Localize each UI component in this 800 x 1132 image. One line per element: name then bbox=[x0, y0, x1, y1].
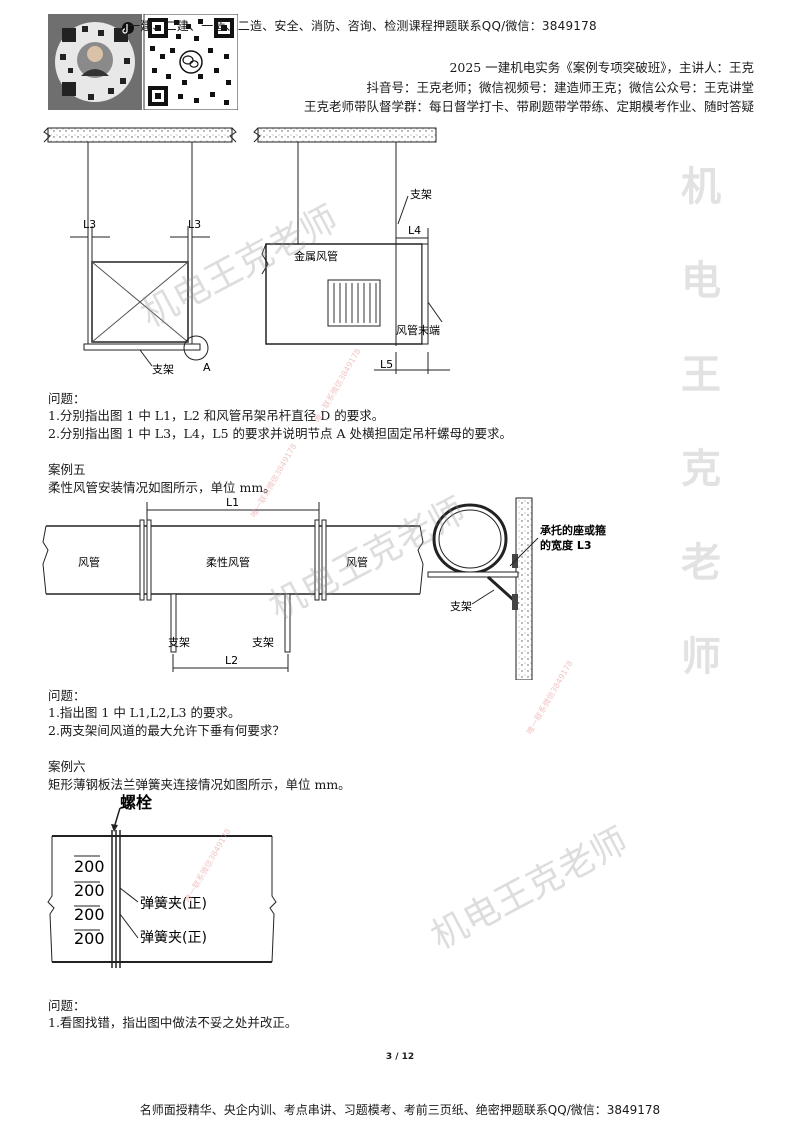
tiktok-icon bbox=[122, 22, 134, 34]
label-saddle-line2: 的宽度 L3 bbox=[540, 538, 592, 552]
case5-question-2: 2.两支架间风道的最大允许下垂有何要求？ bbox=[48, 723, 285, 738]
label-bracket: 支架 bbox=[410, 188, 432, 201]
label-saddle-line1: 承托的座或箍 bbox=[540, 523, 606, 537]
dim-200-2: 200 bbox=[74, 881, 105, 900]
page-number: 3 / 12 bbox=[385, 1052, 415, 1062]
case4-question-2: 2.分别指出图 1 中 L3，L4，L5 的要求并说明节点 A 处横担固定吊杆螺… bbox=[48, 426, 513, 441]
label-node-a: A bbox=[203, 361, 211, 374]
dim-200-1: 200 bbox=[74, 857, 105, 876]
header-group-line: 王克老师带队督学群：每日督学打卡、带刷题带学带练、定期模考作业、随时答疑 bbox=[303, 99, 754, 114]
case4-figure: L3 L3 A 支架 支架 金属风管 L4 风管末端 L5 bbox=[43, 127, 450, 376]
label-metal-duct: 金属风管 bbox=[294, 249, 338, 263]
label-l3-right: L3 bbox=[188, 218, 201, 231]
label-l4: L4 bbox=[408, 224, 421, 237]
header-course-line: 2025 一建机电实务《案例专项突破班》，主讲人：王克 bbox=[449, 60, 754, 75]
case6-figure: 螺栓 200 200 200 200 弹簧夹(正) 弹簧夹(正) bbox=[47, 793, 277, 968]
case5-title: 案例五 bbox=[48, 462, 86, 477]
label-support-left: 支架 bbox=[152, 363, 174, 376]
watermark-diagonal-3: 机电王克老师 bbox=[424, 820, 635, 958]
case6-intro: 矩形薄钢板法兰弹簧夹连接情况如图所示，单位 mm。 bbox=[48, 777, 351, 792]
watermark-vertical: 机电王克老师 bbox=[681, 164, 721, 680]
qr-code-block bbox=[48, 14, 238, 110]
header-social-line: 抖音号：王克老师；微信视频号：建造师王克；微信公众号：王克讲堂 bbox=[366, 80, 754, 95]
case6-question-heading: 问题： bbox=[48, 998, 86, 1013]
label-support-side: 支架 bbox=[450, 600, 472, 613]
wechat-icon bbox=[179, 50, 203, 74]
label-flex-duct: 柔性风管 bbox=[206, 555, 250, 569]
case5-intro: 柔性风管安装情况如图所示，单位 mm。 bbox=[48, 480, 276, 495]
label-clip-1: 弹簧夹(正) bbox=[140, 896, 207, 912]
label-l2: L2 bbox=[225, 654, 238, 667]
label-l1: L1 bbox=[226, 496, 239, 509]
case5-question-1: 1.指出图 1 中 L1,L2,L3 的要求。 bbox=[48, 705, 241, 720]
case6-question-1: 1.看图找错，指出图中做法不妥之处并改正。 bbox=[48, 1015, 298, 1030]
case6-title: 案例六 bbox=[48, 759, 86, 774]
header-contact-line: 一建、二建、一造、二造、安全、消防、咨询、检测课程押题联系QQ/微信：38491… bbox=[128, 19, 597, 33]
case5-figure: L1 风管 柔性风管 风管 支架 支架 L2 承托的座或箍 的宽度 L3 支架 bbox=[42, 496, 606, 680]
label-l3-left: L3 bbox=[83, 218, 96, 231]
label-duct-left: 风管 bbox=[78, 555, 100, 569]
dim-200-4: 200 bbox=[74, 929, 105, 948]
label-support-right-5: 支架 bbox=[252, 636, 274, 649]
footer-contact-line: 名师面授精华、央企内训、考点串讲、习题模考、考前三页纸、绝密押题联系QQ/微信：… bbox=[139, 1103, 661, 1117]
label-support-left-5: 支架 bbox=[168, 636, 190, 649]
label-duct-right: 风管 bbox=[346, 555, 368, 569]
label-duct-end: 风管末端 bbox=[396, 323, 440, 337]
label-bolt: 螺栓 bbox=[120, 793, 153, 812]
label-l5: L5 bbox=[380, 358, 393, 371]
label-clip-2: 弹簧夹(正) bbox=[140, 930, 207, 946]
case4-question-1: 1.分别指出图 1 中 L1，L2 和风管吊架吊杆直径 D 的要求。 bbox=[48, 408, 385, 423]
case5-question-heading: 问题： bbox=[48, 688, 86, 703]
dim-200-3: 200 bbox=[74, 905, 105, 924]
case4-question-heading: 问题： bbox=[48, 391, 86, 406]
